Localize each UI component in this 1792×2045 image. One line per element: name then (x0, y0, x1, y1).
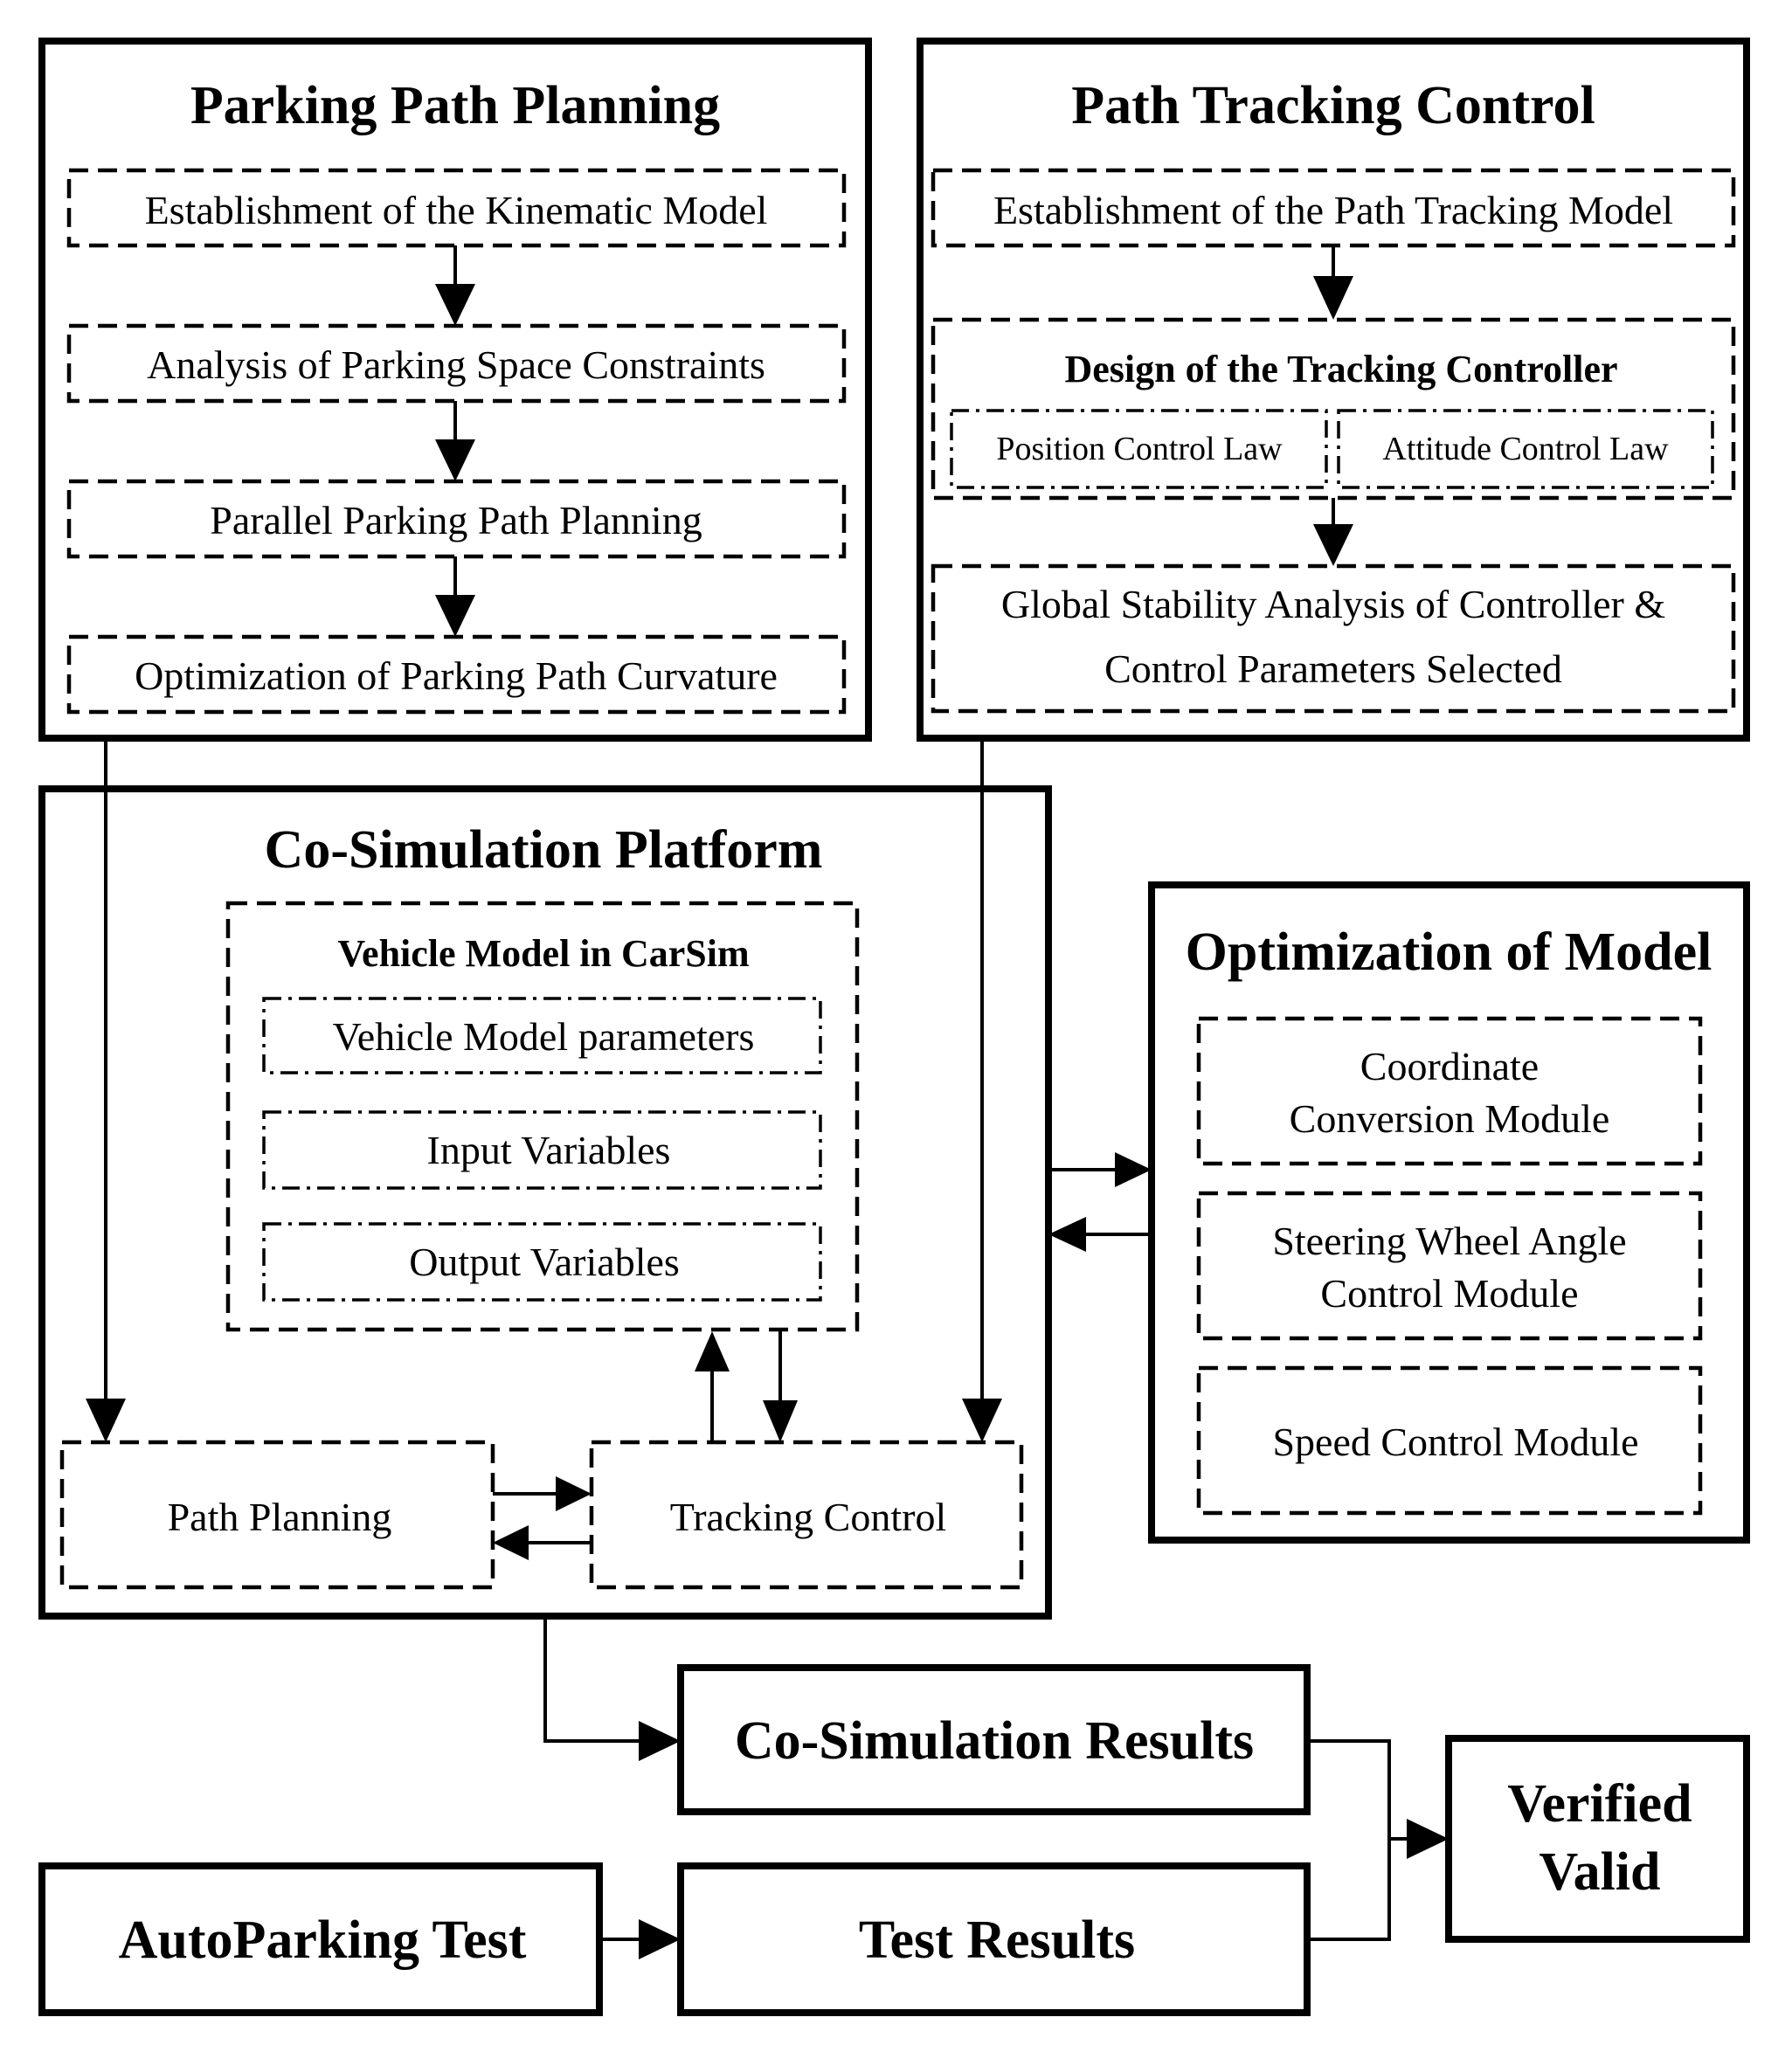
arrow-head (493, 1525, 529, 1560)
arrow-head (86, 1399, 126, 1442)
attitude-law-label: Attitude Control Law (1382, 431, 1669, 467)
co-simulation-platform-panel: Co-Simulation Platform Vehicle Model in … (38, 785, 1052, 1620)
arrow-head (1048, 1217, 1086, 1252)
tracking-control-box (589, 1440, 1024, 1590)
path-curvature-box (66, 634, 847, 715)
autoparking-test-label: AutoParking Test (119, 1910, 527, 1970)
position-law-label: Position Control Law (996, 431, 1283, 467)
parking-space-constraints-box (66, 323, 847, 404)
path-tracking-control-panel: Path Tracking Control Establishment of t… (917, 38, 1750, 742)
arrow-head (962, 1399, 1002, 1442)
steering-module-label-1: Steering Wheel Angle (1272, 1219, 1626, 1263)
arrow-head (763, 1400, 798, 1442)
output-vars-label: Output Variables (409, 1240, 680, 1284)
arrow-head (1407, 1819, 1449, 1859)
coord-conversion-label-2: Conversion Module (1290, 1096, 1610, 1141)
stability-analysis-label-1: Global Stability Analysis of Controller … (1001, 582, 1665, 626)
tracking-control-label: Tracking Control (670, 1495, 946, 1539)
arrow-head (1115, 1152, 1152, 1187)
arrow-head (435, 284, 475, 326)
path-tracking-control-frame (917, 38, 1750, 742)
parallel-parking-box (66, 479, 847, 559)
co-simulation-platform-title: Co-Simulation Platform (265, 820, 823, 880)
optimization-of-model-frame (1148, 881, 1750, 1544)
verified-valid-box (1445, 1735, 1750, 1943)
co-simulation-platform-frame (38, 785, 1052, 1620)
speed-module-label: Speed Control Module (1272, 1420, 1638, 1464)
vehicle-params-label: Vehicle Model parameters (333, 1014, 755, 1059)
arrow-head (556, 1476, 592, 1511)
co-sim-results-label: Co-Simulation Results (735, 1711, 1254, 1771)
path-curvature-label: Optimization of Parking Path Curvature (135, 653, 778, 698)
path-tracking-model-label: Establishment of the Path Tracking Model (993, 188, 1673, 232)
position-law-box (950, 409, 1328, 489)
arrow-head (435, 439, 475, 481)
optimization-of-model-panel: Optimization of Model Coordinate Convers… (1148, 881, 1750, 1544)
kinematic-model-label: Establishment of the Kinematic Model (145, 188, 768, 232)
vehicle-model-box (225, 901, 860, 1332)
steering-module-label-2: Control Module (1320, 1271, 1578, 1316)
path-planning-box (59, 1440, 495, 1590)
optimization-of-model-title: Optimization of Model (1186, 922, 1712, 982)
parallel-parking-label: Parallel Parking Path Planning (210, 498, 702, 542)
arrow-head (435, 595, 475, 637)
steering-module-box (1196, 1191, 1703, 1341)
parking-path-planning-title: Parking Path Planning (190, 76, 720, 135)
arrow-head (1313, 276, 1353, 320)
vehicle-params-box (262, 997, 822, 1074)
path-planning-label: Path Planning (168, 1495, 392, 1539)
arrow-head (639, 1721, 681, 1761)
connector-co-sim-results (543, 1616, 642, 1743)
test-results-label: Test Results (859, 1910, 1135, 1970)
vehicle-model-title: Vehicle Model in CarSim (337, 932, 749, 975)
arrow-head (639, 1919, 681, 1959)
coord-conversion-label-1: Coordinate (1360, 1044, 1539, 1088)
output-vars-box (262, 1222, 822, 1302)
path-tracking-control-title: Path Tracking Control (1071, 76, 1595, 135)
connector-results-merge (1307, 1739, 1391, 1941)
input-vars-label: Input Variables (427, 1128, 671, 1172)
stability-analysis-label-2: Control Parameters Selected (1104, 646, 1562, 691)
results-section: Co-Simulation Results AutoParking Test T… (38, 1664, 1750, 2016)
attitude-law-box (1337, 409, 1714, 489)
kinematic-model-box (66, 168, 847, 248)
arrow-head (695, 1331, 730, 1371)
stability-analysis-box (931, 563, 1736, 714)
tracking-controller-box (931, 317, 1736, 501)
tracking-controller-title: Design of the Tracking Controller (1064, 348, 1617, 390)
verified-label: Verified (1507, 1774, 1692, 1834)
coord-conversion-box (1196, 1016, 1703, 1166)
speed-module-box (1196, 1365, 1703, 1516)
valid-label: Valid (1539, 1842, 1660, 1902)
arrow-head (1313, 524, 1353, 566)
parking-path-planning-panel: Parking Path Planning Establishment of t… (38, 38, 872, 742)
input-vars-box (262, 1110, 822, 1190)
parking-path-planning-frame (38, 38, 872, 742)
parking-space-constraints-label: Analysis of Parking Space Constraints (147, 342, 765, 387)
